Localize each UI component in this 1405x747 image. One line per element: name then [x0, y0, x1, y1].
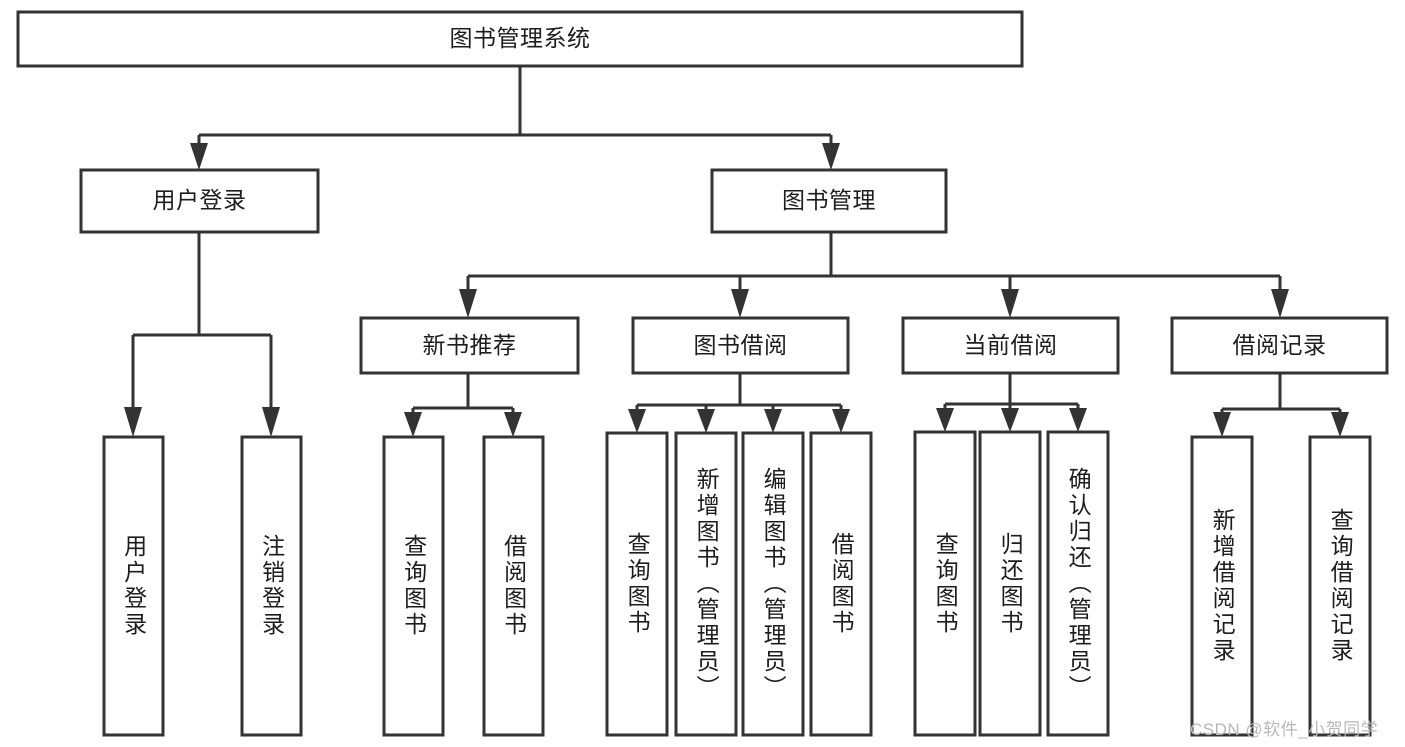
node-book-manage[interactable] — [710, 168, 948, 234]
node-leaf-current-borrow-1[interactable] — [913, 430, 977, 737]
node-leaf-book-borrow-2-label: 新增图书（管理员） — [693, 467, 720, 701]
connector-borrow-record-to-leaves — [1213, 373, 1349, 437]
node-leaf-current-borrow-2-label: 归还图书 — [997, 531, 1024, 636]
node-root[interactable] — [16, 10, 1024, 68]
node-leaf-user-login-1-label: 用户登录 — [120, 534, 147, 638]
connector-root-to-level2 — [190, 66, 840, 170]
node-leaf-borrow-record-1-label: 新增借阅记录 — [1209, 508, 1236, 664]
node-borrow-record-label: 借阅记录 — [1232, 331, 1327, 358]
node-leaf-user-login-2-label: 注销登录 — [258, 534, 285, 638]
node-leaf-new-book-rec-2-label: 借阅图书 — [500, 534, 527, 638]
node-new-book-rec[interactable] — [359, 316, 580, 375]
node-current-borrow-label: 当前借阅 — [963, 331, 1058, 358]
node-new-book-rec-label: 新书推荐 — [422, 331, 517, 358]
node-leaf-current-borrow-3[interactable] — [1046, 430, 1110, 737]
connector-book-manage-to-level3 — [459, 232, 1289, 318]
node-book-borrow[interactable] — [631, 316, 850, 375]
node-leaf-new-book-rec-1-label: 查询图书 — [400, 534, 427, 638]
node-leaf-book-borrow-1[interactable] — [605, 431, 669, 737]
connector-current-borrow-to-leaves — [936, 373, 1087, 432]
watermark-label: CSDN @软件_小贺同学 — [1190, 720, 1379, 739]
node-leaf-book-borrow-3[interactable] — [741, 431, 805, 737]
node-leaf-current-borrow-2[interactable] — [978, 430, 1042, 737]
node-user-login[interactable] — [79, 168, 320, 234]
node-leaf-book-borrow-4[interactable] — [809, 431, 873, 737]
node-current-borrow[interactable] — [901, 316, 1120, 375]
connector-user-login-to-leaves — [124, 232, 280, 437]
node-leaf-book-borrow-1-label: 查询图书 — [624, 532, 651, 636]
node-leaf-book-borrow-3-label: 编辑图书（管理员） — [760, 467, 787, 701]
node-leaf-borrow-record-2-label: 查询借阅记录 — [1327, 508, 1354, 664]
connector-new-book-rec-to-leaves — [404, 373, 522, 437]
node-leaf-user-login-2[interactable] — [240, 435, 303, 737]
node-book-borrow-label: 图书借阅 — [693, 331, 788, 358]
node-book-manage-label: 图书管理 — [782, 187, 876, 214]
node-borrow-record[interactable] — [1170, 316, 1389, 375]
node-leaf-borrow-record-2[interactable] — [1308, 435, 1372, 737]
node-leaf-book-borrow-4-label: 借阅图书 — [828, 532, 855, 636]
node-leaf-current-borrow-1-label: 查询图书 — [932, 531, 959, 636]
node-root-label: 图书管理系统 — [449, 25, 591, 52]
node-leaf-current-borrow-3-label: 确认归还（管理员） — [1065, 466, 1092, 701]
node-leaf-user-login-1[interactable] — [102, 435, 165, 737]
node-leaf-new-book-rec-2[interactable] — [482, 435, 545, 737]
connector-book-borrow-to-leaves — [628, 373, 850, 433]
node-user-login-label: 用户登录 — [152, 187, 247, 214]
node-leaf-book-borrow-2[interactable] — [674, 431, 738, 737]
node-leaf-borrow-record-1[interactable] — [1190, 435, 1254, 737]
node-leaf-new-book-rec-1[interactable] — [382, 435, 445, 737]
